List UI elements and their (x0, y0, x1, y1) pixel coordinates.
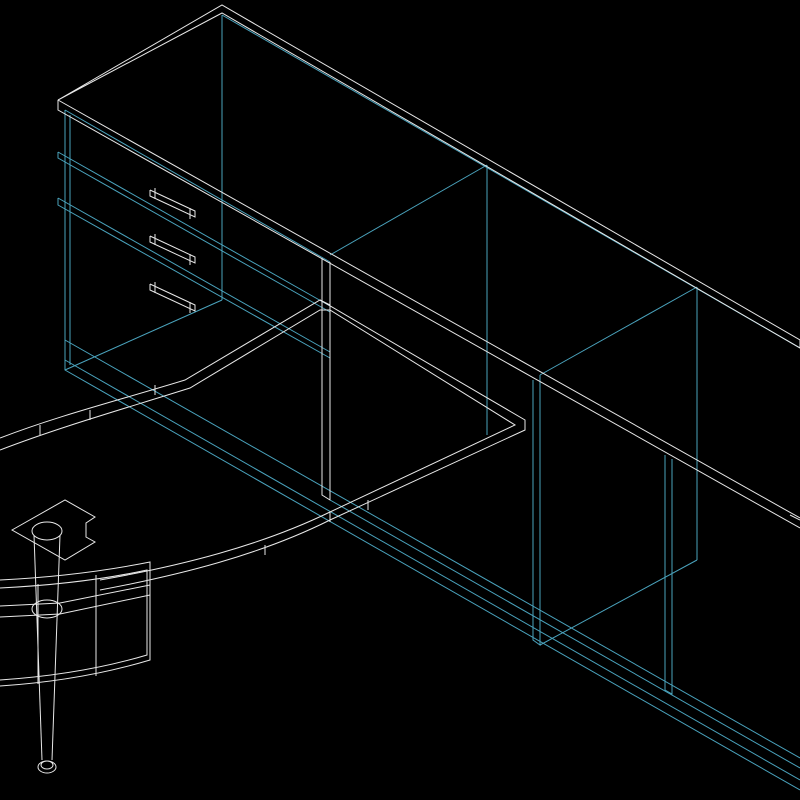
drawer-handles (149, 188, 196, 313)
countertop (57, 4, 800, 529)
desk-pedestal-leg (10, 499, 96, 774)
partition-panels (321, 164, 800, 769)
curved-desk-top (0, 299, 526, 687)
drawer-fronts (57, 151, 800, 759)
